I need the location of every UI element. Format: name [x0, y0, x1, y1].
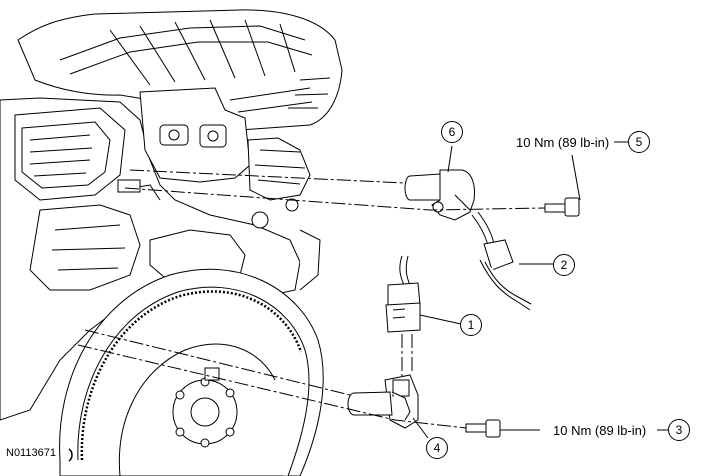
callout-6: 6: [441, 121, 463, 143]
callout-2: 2: [553, 254, 575, 276]
crankshaft-sensor-bolt: [465, 419, 501, 438]
crankshaft-position-sensor: [347, 374, 419, 429]
alignment-lines: [77, 169, 546, 429]
callout-5: 5: [628, 131, 650, 153]
camshaft-sensor-bolt: [544, 197, 580, 217]
engine-badge: [117, 179, 141, 193]
callout-3: 3: [668, 419, 690, 441]
callout-1: 1: [460, 314, 482, 336]
flywheel: [59, 268, 324, 476]
crankshaft-sensor-connector: [385, 255, 421, 333]
camshaft-position-sensor: [404, 169, 475, 221]
engine-block: [0, 87, 321, 421]
callout-4: 4: [426, 437, 448, 459]
torque-spec-camshaft-bolt: 10 Nm (89 lb-in): [516, 135, 610, 150]
torque-spec-crankshaft-bolt: 10 Nm (89 lb-in): [553, 423, 647, 438]
leader-lines: [412, 141, 668, 439]
figure-id: N0113671: [6, 447, 56, 459]
camshaft-sensor-connector: [471, 211, 532, 311]
intake-manifold: [17, 9, 343, 131]
